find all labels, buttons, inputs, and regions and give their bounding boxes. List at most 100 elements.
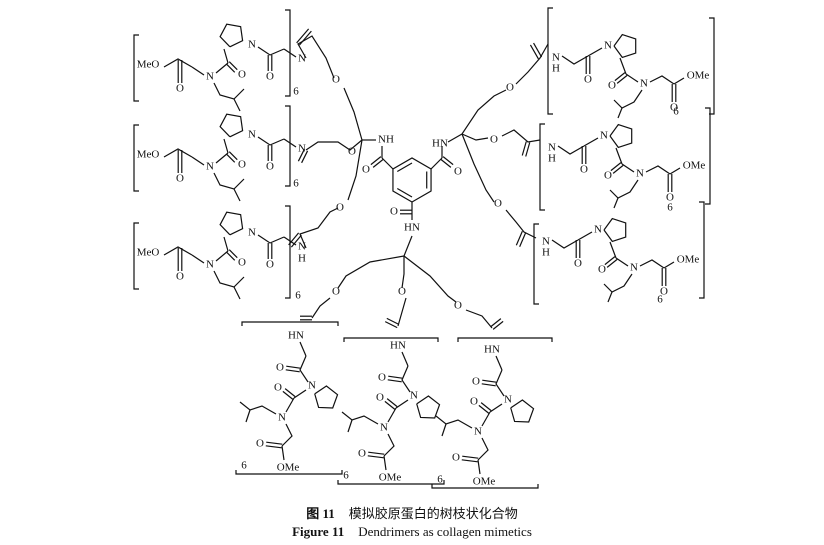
right-unit-3-ester-o: O: [660, 286, 668, 298]
bottom-unit-3-ome-label: OMe: [473, 476, 496, 488]
left-unit-2-n-label: N: [206, 161, 214, 173]
bottom-unit-1-ester-o-bond: [281, 445, 285, 461]
bottom-unit-2-ome-label: OMe: [379, 472, 402, 484]
left-linker-2-carbonyl: [301, 150, 309, 164]
right-unit-1-open-bracket: [547, 7, 553, 115]
bottom-linker-3-ether-o: O: [454, 300, 462, 312]
left-unit-2-glycine: [257, 136, 285, 146]
bottom-unit-2-ester-o: O: [358, 448, 366, 460]
bottom-unit-1-gly-carbonyl: [285, 369, 300, 373]
bottom-unit-2-ch2-ester: [383, 433, 395, 457]
left-unit-3-nh-h-label: H: [298, 253, 306, 265]
right-linker-2-carbonyl: [525, 142, 531, 157]
left-unit-1-nh-n-label: N: [298, 53, 306, 65]
bottom-linker-2-chain: [401, 256, 405, 289]
bottom-linker-1-ether-o: O: [332, 286, 340, 298]
bottom-unit-3-ring-co: [489, 403, 503, 413]
bottom-unit-2-co-n: [387, 407, 397, 423]
bottom-unit-1-ome-label: OMe: [277, 462, 300, 474]
bottom-unit-2-ring-n-label: N: [410, 390, 418, 402]
left-unit-1-isobutyl: [213, 82, 245, 100]
bottom-unit-2-hn-label: HN: [390, 340, 406, 352]
right-unit-1-amide-carbonyl: [616, 74, 628, 84]
left-unit-3-amide-carbonyl: [228, 249, 238, 259]
bottom-unit-2-amide-carbonyl: [386, 398, 398, 408]
bottom-unit-3-ester-carbonyl: [462, 455, 479, 459]
left-unit-1-gly-o: O: [266, 71, 274, 83]
right-unit-3-amide-carbonyl: [606, 258, 618, 268]
right-unit-1-gly-o: O: [584, 74, 592, 86]
right-unit-2-nh-n-label: N: [548, 142, 556, 154]
left-unit-1-open-bracket: [133, 34, 139, 102]
bottom-unit-3-top-bracket: [457, 337, 553, 342]
right-unit-1-ester-o: O: [670, 102, 678, 114]
left-linker-2-ether-o: O: [348, 146, 356, 158]
left-unit-2-amide-carbonyl: [228, 151, 238, 161]
bottom-unit-1-ch2-ester: [281, 423, 293, 447]
right-unit-2-close-bracket: [705, 107, 711, 205]
left-unit-3-ester-bond: [163, 246, 193, 256]
right-unit-1-repeat-count: 6: [673, 106, 679, 118]
bottom-unit-2-isobutyl: [341, 411, 379, 425]
right-linker-1-carbonyl: [533, 42, 543, 58]
benzene-inner-double-bond: [396, 162, 413, 173]
left-unit-1-amide-carbonyl: [226, 63, 236, 73]
bottom-unit-3-ester-o-bond: [477, 459, 481, 475]
core-amide-right: [430, 157, 443, 170]
bottom-unit-3-isobutyl-branch: [441, 423, 447, 437]
bottom-linker-3-carbonyl: [490, 318, 502, 328]
left-unit-2-ring-n-label: N: [248, 129, 256, 141]
bottom-unit-2-isobutyl-branch: [347, 419, 353, 433]
left-unit-3-pyrrolidine: [219, 211, 244, 236]
left-unit-1-pyrrolidine: [219, 23, 244, 48]
bottom-linker-3: [465, 309, 493, 329]
left-unit-3-repeat-count: 6: [295, 290, 301, 302]
right-linker-3: [505, 209, 537, 239]
right-unit-2-nh-h-label: H: [548, 153, 556, 165]
left-unit-1-ester-o: O: [176, 83, 184, 95]
bottom-linker-1-chain: [337, 255, 405, 289]
bottom-unit-1-bottom-bracket: [235, 470, 343, 475]
right-unit-2-isobutyl-branch: [613, 197, 619, 209]
right-unit-3-pyrrolidine: [603, 217, 627, 243]
bottom-unit-1-hn-label: HN: [288, 330, 304, 342]
right-unit-2-ch2-ester: [645, 165, 671, 175]
right-unit-1-isobutyl: [613, 89, 643, 109]
right-unit-3-nh-n-label: N: [542, 236, 550, 248]
bottom-unit-2-n-label: N: [380, 422, 388, 434]
right-unit-2-amide-o: O: [604, 170, 612, 182]
right-linker-2-chain: [461, 133, 489, 141]
right-unit-1-to-ring-n: [587, 47, 603, 57]
bottom-unit-2-nh-ch2: [401, 351, 409, 367]
right-unit-3-ring-n-label: N: [594, 224, 602, 236]
bottom-unit-1-repeat-count: 6: [241, 460, 247, 472]
left-unit-3-meo-label: MeO: [137, 247, 160, 259]
bottom-unit-1-amide-carbonyl: [282, 390, 294, 400]
core-bottom-hn-label: HN: [404, 222, 420, 234]
left-unit-1-to-ring: [223, 48, 229, 64]
bottom-unit-1-isobutyl: [239, 401, 277, 415]
bottom-unit-1-ring-n-label: N: [308, 380, 316, 392]
bottom-unit-2-gly-carbonyl: [387, 379, 402, 383]
bottom-unit-2-amide-o: O: [376, 392, 384, 404]
left-unit-3-to-ring: [223, 236, 229, 252]
left-unit-3-isobutyl-branch: [233, 286, 241, 300]
bottom-unit-2-pyrrolidine: [416, 395, 441, 419]
right-unit-2-isobutyl: [609, 179, 639, 199]
right-unit-3-n-label: N: [630, 262, 638, 274]
left-unit-1-isobutyl-branch: [233, 98, 241, 112]
left-unit-3-open-bracket: [133, 222, 139, 290]
bottom-unit-3-pyrrolidine: [510, 399, 535, 423]
left-unit-2-nh-n-label: N: [298, 143, 306, 155]
right-linker-3-carbonyl: [515, 231, 523, 246]
left-linker-1: [297, 35, 335, 79]
right-unit-3-amide-carbonyl: [604, 256, 616, 266]
left-linker-1-carbonyl: [298, 30, 312, 46]
right-unit-2-ester-o-bond: [669, 167, 681, 175]
left-linker-3-chain: [347, 139, 363, 201]
left-unit-2-repeat-count: 6: [293, 178, 299, 190]
right-linker-1: [515, 43, 549, 85]
core-amide-right-carbonyl: [442, 156, 454, 166]
right-unit-3-co-n: [615, 257, 629, 267]
right-unit-1-nh-h-label: H: [552, 63, 560, 75]
